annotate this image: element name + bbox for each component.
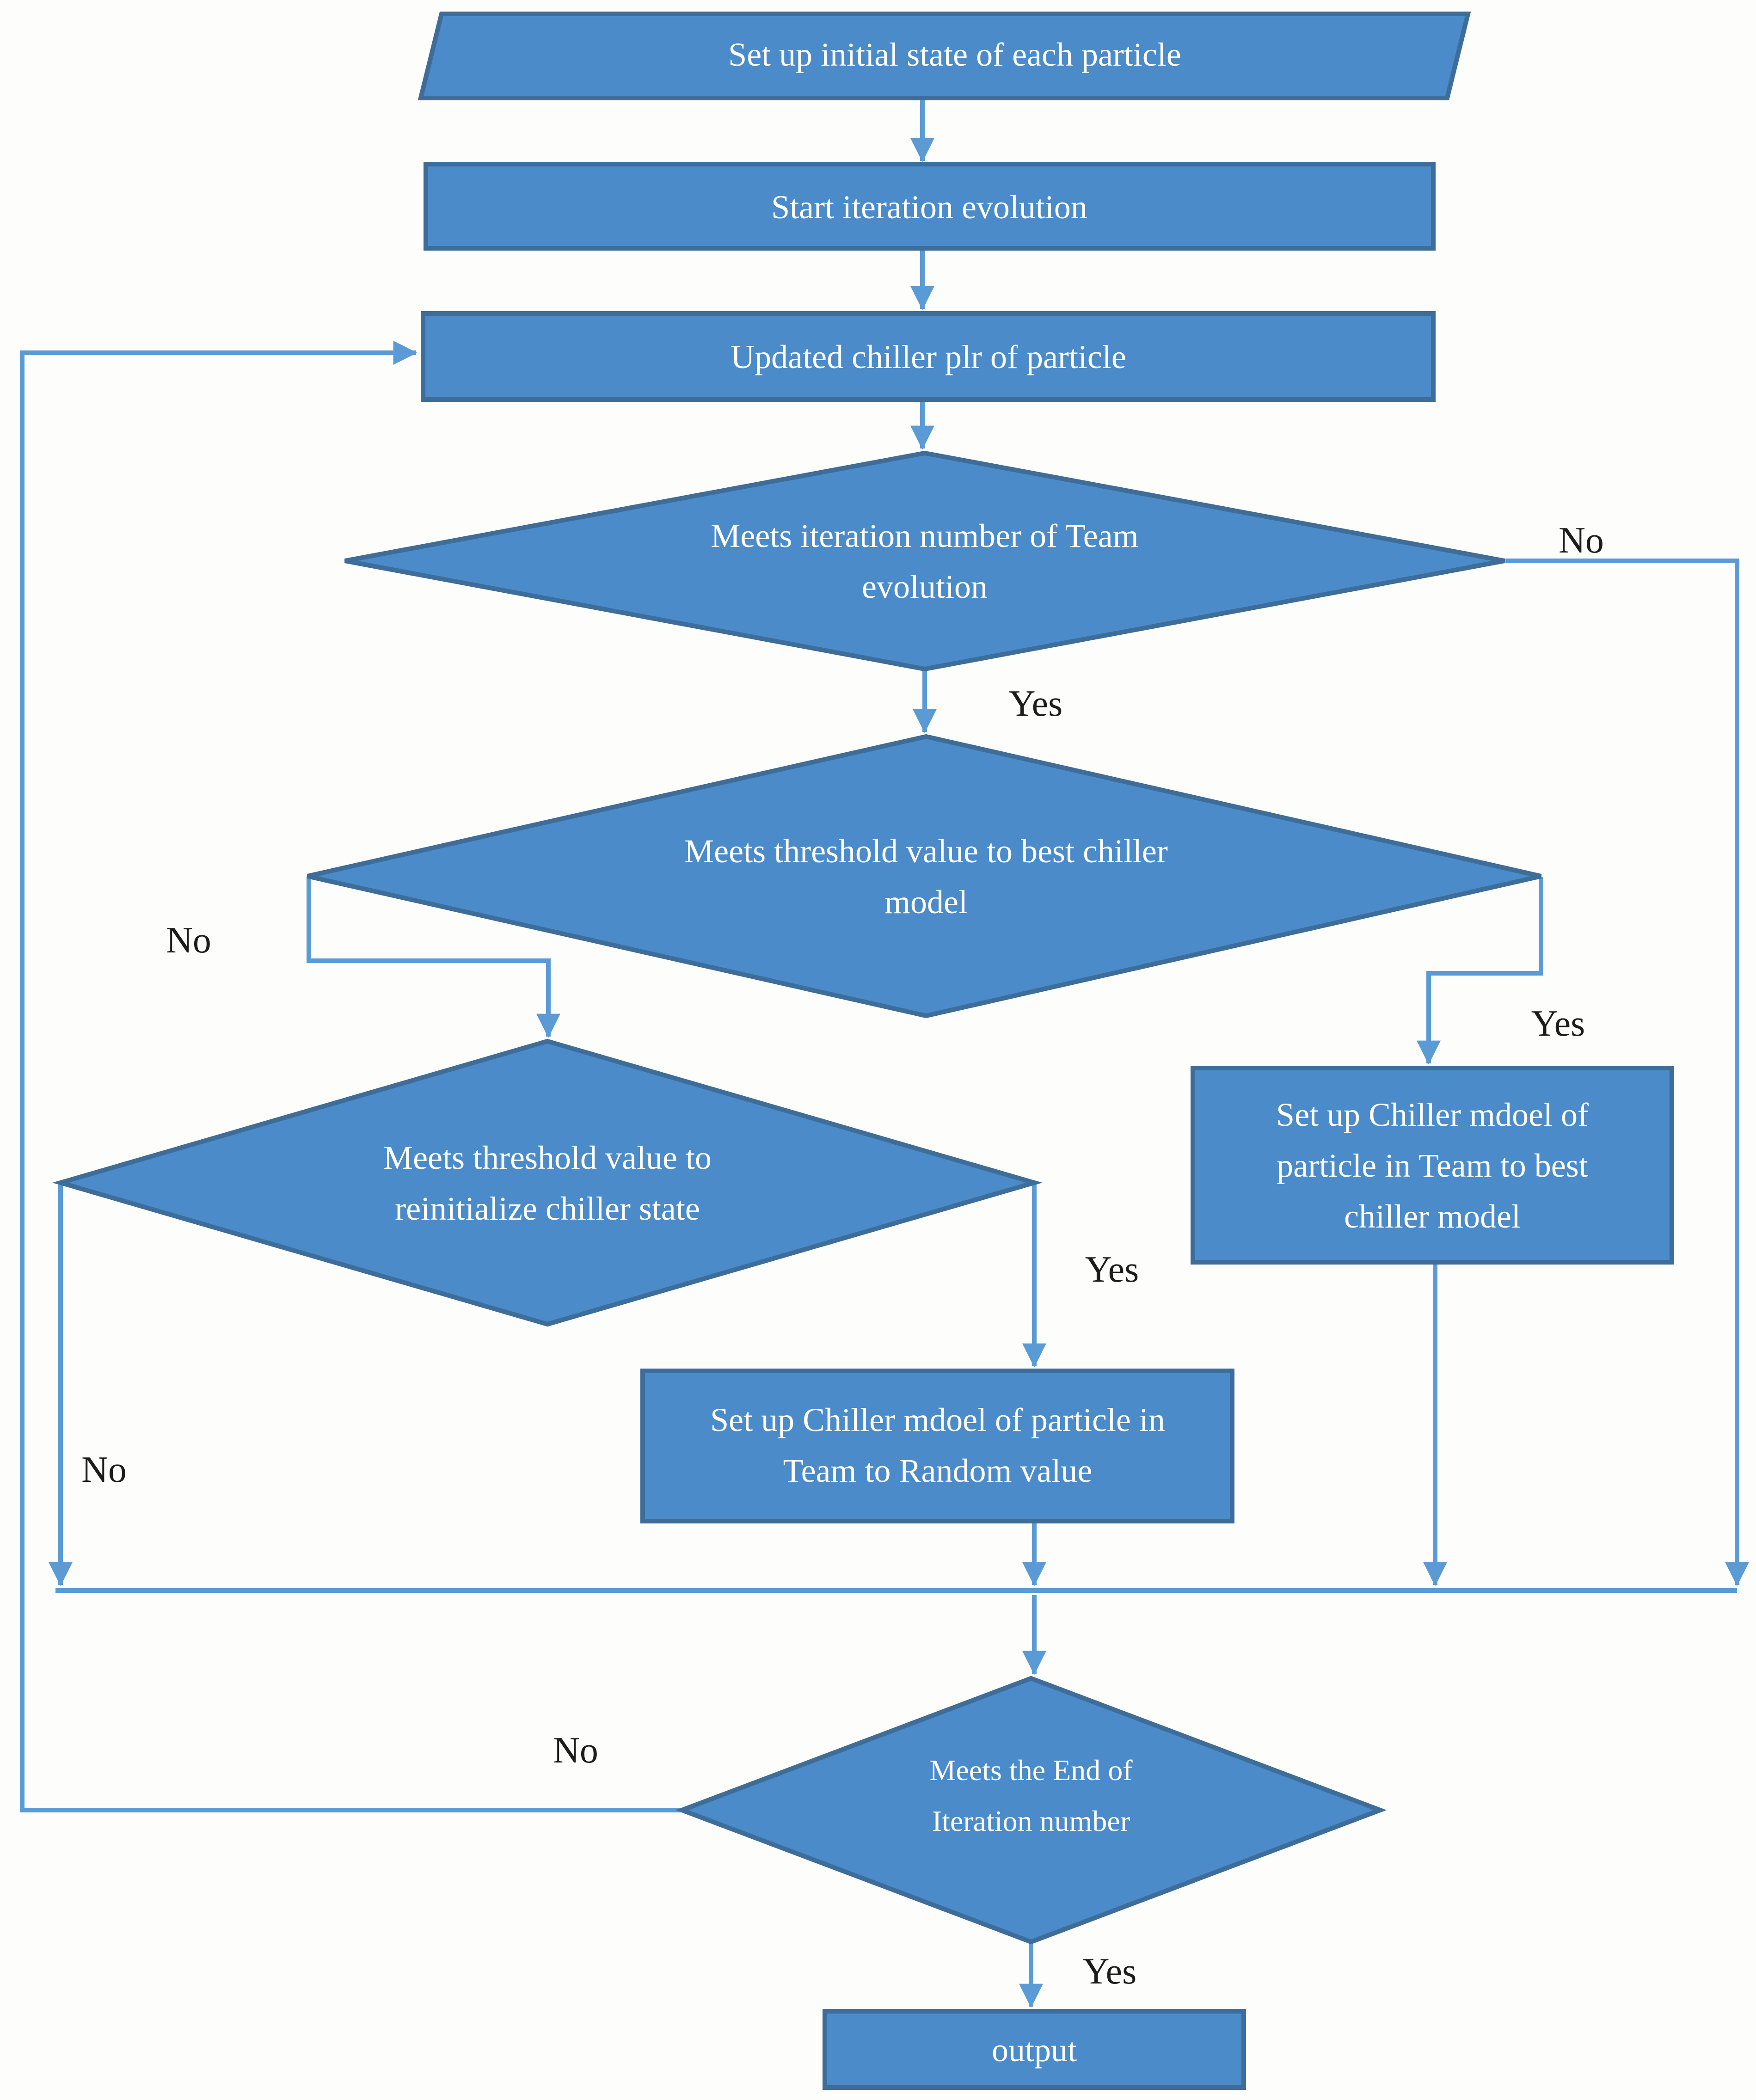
node-set-best-model-rect [1191, 1066, 1674, 1265]
node-reinitialize-check-label-line1: Meets threshold value to [383, 1139, 712, 1176]
node-update-plr-rect [421, 311, 1436, 402]
node-set-random-value-rect [640, 1369, 1234, 1523]
node-team-iteration-check-label-line1: Meets iteration number of Team [711, 517, 1138, 554]
node-best-model-check-diamond [307, 734, 1542, 1019]
node-set-random-value: Set up Chiller mdoel of particle in Team… [640, 1369, 1234, 1523]
node-team-iteration-check: Meets iteration number of Team evolution [344, 450, 1505, 672]
nodes-layer: Set up initial state of each particle St… [52, 12, 1674, 2090]
edge-label-team-check-yes: Yes [1009, 683, 1062, 724]
node-end-iteration-check-label-line1: Meets the End of [930, 1754, 1133, 1787]
node-team-iteration-check-label-line2: evolution [862, 568, 988, 605]
node-start-iteration-rect [424, 162, 1436, 251]
node-update-plr: Updated chiller plr of particle [421, 311, 1436, 402]
node-reinitialize-check: Meets threshold value to reinitialize ch… [52, 1038, 1043, 1327]
node-best-model-check-label-line2: model [884, 884, 968, 921]
edge-end-check-no-loop-to-update-plr [20, 341, 681, 1812]
node-init: Set up initial state of each particle [418, 12, 1471, 100]
edge-label-reinit-check-yes: Yes [1085, 1249, 1139, 1290]
edge-label-best-check-yes: Yes [1531, 1003, 1585, 1044]
node-set-random-value-label-line2: Team to Random value [783, 1452, 1093, 1489]
node-best-model-check: Meets threshold value to best chiller mo… [307, 734, 1542, 1019]
edge-label-end-check-no: No [553, 1730, 598, 1771]
node-update-plr-label: Updated chiller plr of particle [731, 338, 1126, 375]
node-end-iteration-check-label-line2: Iteration number [932, 1805, 1130, 1837]
edge-label-team-check-no: No [1559, 520, 1604, 561]
edge-best-check-no-to-reinit-check [307, 877, 560, 1038]
edge-label-reinit-check-no: No [81, 1449, 127, 1490]
node-reinitialize-check-label-line2: reinitialize chiller state [395, 1190, 700, 1227]
node-end-iteration-check: Meets the End of Iteration number [675, 1676, 1387, 1945]
node-set-best-model-label-line3: chiller model [1344, 1198, 1521, 1235]
node-start-iteration: Start iteration evolution [424, 162, 1436, 251]
node-start-iteration-label: Start iteration evolution [771, 189, 1087, 226]
node-init-label: Set up initial state of each particle [728, 36, 1181, 73]
node-output-rect [823, 2009, 1246, 2090]
node-init-parallelogram [418, 12, 1471, 100]
node-output-label: output [992, 2032, 1077, 2069]
node-set-best-model: Set up Chiller mdoel of particle in Team… [1191, 1066, 1674, 1265]
node-reinitialize-check-diamond [52, 1038, 1043, 1327]
edges-layer [20, 100, 1749, 2008]
node-set-random-value-label-line1: Set up Chiller mdoel of particle in [710, 1401, 1165, 1438]
edge-team-check-no-to-merge [1505, 559, 1749, 1586]
edge-labels-layer: No Yes Yes No Yes No No Yes [81, 520, 1604, 1992]
node-output: output [823, 2009, 1246, 2090]
edge-best-check-yes-to-set-best [1417, 877, 1543, 1065]
node-set-best-model-label-line2: particle in Team to best [1277, 1147, 1588, 1184]
edge-label-best-check-no: No [166, 920, 211, 961]
node-set-best-model-label-line1: Set up Chiller mdoel of [1276, 1096, 1589, 1133]
node-end-iteration-check-diamond [675, 1676, 1387, 1945]
edge-label-end-check-yes: Yes [1083, 1951, 1136, 1992]
node-team-iteration-check-diamond [344, 450, 1505, 672]
node-best-model-check-label-line1: Meets threshold value to best chiller [684, 833, 1168, 870]
